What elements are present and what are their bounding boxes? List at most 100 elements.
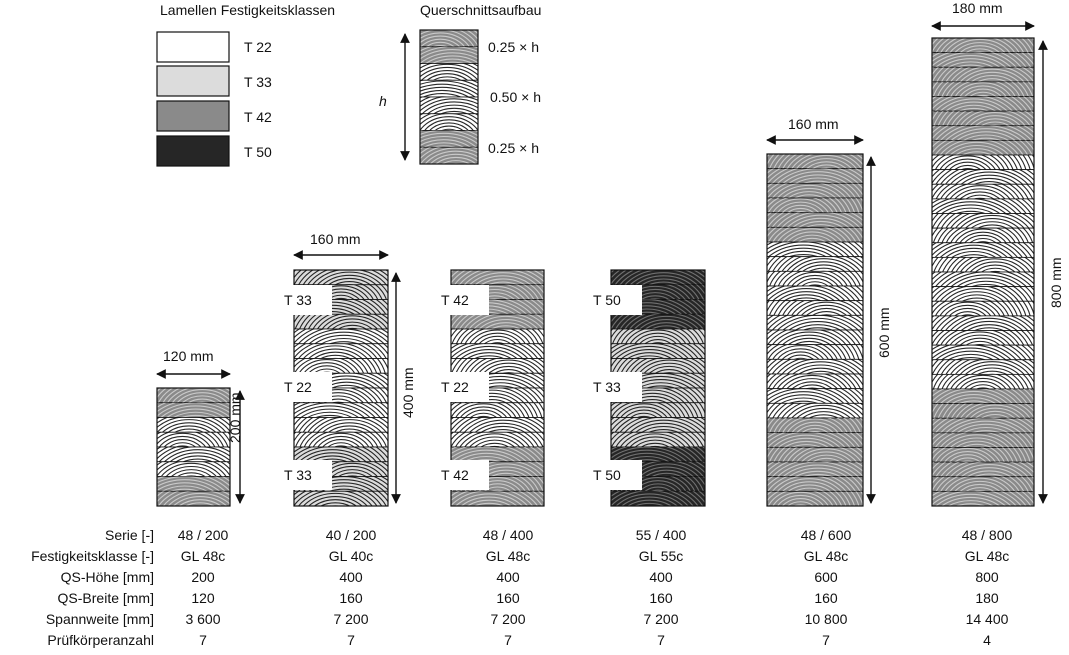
grain-lines bbox=[611, 299, 705, 315]
table-row-label: QS-Breite [mm] bbox=[57, 590, 154, 606]
grain-lines bbox=[932, 67, 1034, 82]
tag-box bbox=[437, 285, 489, 315]
table-cell: 160 bbox=[339, 590, 363, 606]
table-row-label: Festigkeitsklasse [-] bbox=[31, 548, 154, 564]
grain-lines bbox=[767, 462, 863, 477]
grain-lines bbox=[932, 374, 1034, 389]
tag-box bbox=[590, 372, 642, 402]
width-label-specimen-5: 160 mm bbox=[788, 116, 839, 132]
height-symbol: h bbox=[379, 93, 387, 109]
height-label-specimen-1: 200 mm bbox=[227, 392, 243, 443]
grain-lines bbox=[767, 330, 863, 345]
grain-lines bbox=[932, 184, 1034, 199]
tag-box bbox=[590, 460, 642, 490]
grain-lines bbox=[767, 374, 863, 389]
tag-specimen-4-bottom: T 50 bbox=[593, 467, 621, 483]
grain-lines bbox=[767, 359, 863, 375]
grain-lines bbox=[932, 272, 1034, 287]
grain-lines bbox=[611, 447, 705, 462]
table-cell: 48 / 400 bbox=[482, 527, 534, 543]
grain-lines bbox=[294, 432, 388, 447]
grain-lines bbox=[611, 476, 705, 492]
grain-lines bbox=[932, 81, 1034, 97]
grain-lines bbox=[932, 96, 1034, 112]
grain-lines bbox=[157, 388, 230, 403]
height-label-specimen-6: 800 mm bbox=[1048, 257, 1064, 308]
table-cell: 160 bbox=[496, 590, 520, 606]
grain-lines bbox=[767, 315, 863, 331]
table-cell: 400 bbox=[496, 569, 520, 585]
width-label-specimen-6: 180 mm bbox=[952, 0, 1003, 16]
grain-lines bbox=[767, 432, 863, 448]
table-cell: 10 800 bbox=[804, 611, 848, 627]
grain-lines bbox=[767, 344, 863, 360]
table-cell: GL 48c bbox=[803, 548, 849, 564]
table-cell: 7 200 bbox=[643, 611, 679, 627]
grain-lines bbox=[611, 491, 705, 506]
legend-swatch bbox=[156, 65, 230, 97]
grain-lines bbox=[294, 388, 388, 403]
grain-lines bbox=[932, 169, 1034, 185]
grain-lines bbox=[157, 461, 230, 477]
beam-outline bbox=[766, 153, 864, 507]
tag-box bbox=[437, 372, 489, 402]
grain-lines bbox=[932, 315, 1034, 331]
lamella bbox=[766, 373, 864, 390]
tag-box bbox=[280, 372, 332, 402]
legend-label-t22: T 22 bbox=[244, 39, 272, 55]
grain-lines bbox=[611, 284, 705, 300]
grain-lines bbox=[932, 462, 1034, 477]
grain-lines bbox=[932, 213, 1034, 229]
table-cell: 7 bbox=[822, 632, 830, 648]
lamella bbox=[766, 226, 864, 243]
grain-lines bbox=[767, 271, 863, 287]
table-row-label: QS-Höhe [mm] bbox=[60, 569, 154, 585]
table-cell: 48 / 200 bbox=[177, 527, 229, 543]
fraction-bottom: 0.25 × h bbox=[488, 140, 539, 156]
table-cell: 160 bbox=[649, 590, 673, 606]
beam-outline bbox=[419, 29, 479, 165]
grain-lines bbox=[451, 447, 544, 462]
grain-lines bbox=[767, 388, 863, 404]
grain-lines bbox=[611, 329, 705, 344]
table-cell: 48 / 800 bbox=[961, 527, 1013, 543]
grain-lines bbox=[294, 402, 388, 418]
grain-lines bbox=[767, 476, 863, 492]
tag-specimen-4-top: T 50 bbox=[593, 292, 621, 308]
tag-box bbox=[437, 460, 489, 490]
grain-lines bbox=[767, 227, 863, 242]
grain-lines bbox=[932, 125, 1034, 141]
tag-specimen-3-middle: T 22 bbox=[441, 379, 469, 395]
table-cell: 3 600 bbox=[185, 611, 221, 627]
grain-lines bbox=[611, 388, 705, 403]
grain-lines bbox=[294, 417, 388, 433]
tag-specimen-2-bottom: T 33 bbox=[284, 467, 312, 483]
grain-lines bbox=[932, 140, 1034, 155]
cross-section-title: Querschnittsaufbau bbox=[420, 2, 542, 18]
grain-lines bbox=[157, 447, 230, 462]
height-label-specimen-5: 600 mm bbox=[876, 307, 892, 358]
beam-outline bbox=[156, 387, 231, 507]
grain-lines bbox=[451, 491, 544, 506]
grain-lines bbox=[294, 299, 388, 315]
grain-lines bbox=[767, 242, 863, 257]
table-cell: 200 bbox=[191, 569, 215, 585]
grain-lines bbox=[420, 46, 478, 64]
grain-lines bbox=[932, 389, 1034, 404]
grain-lines bbox=[932, 476, 1034, 492]
grain-lines bbox=[767, 447, 863, 463]
grain-lines bbox=[451, 329, 544, 344]
grain-lines bbox=[611, 343, 705, 359]
table-cell: 400 bbox=[339, 569, 363, 585]
grain-lines bbox=[611, 461, 705, 477]
fraction-top: 0.25 × h bbox=[488, 39, 539, 55]
table-cell: GL 48c bbox=[180, 548, 226, 564]
table-cell: GL 55c bbox=[638, 548, 684, 564]
tag-box bbox=[590, 285, 642, 315]
legend-label-t50: T 50 bbox=[244, 144, 272, 160]
grain-lines bbox=[451, 270, 544, 285]
tag-specimen-2-top: T 33 bbox=[284, 292, 312, 308]
grain-lines bbox=[767, 256, 863, 272]
grain-lines bbox=[932, 242, 1034, 258]
